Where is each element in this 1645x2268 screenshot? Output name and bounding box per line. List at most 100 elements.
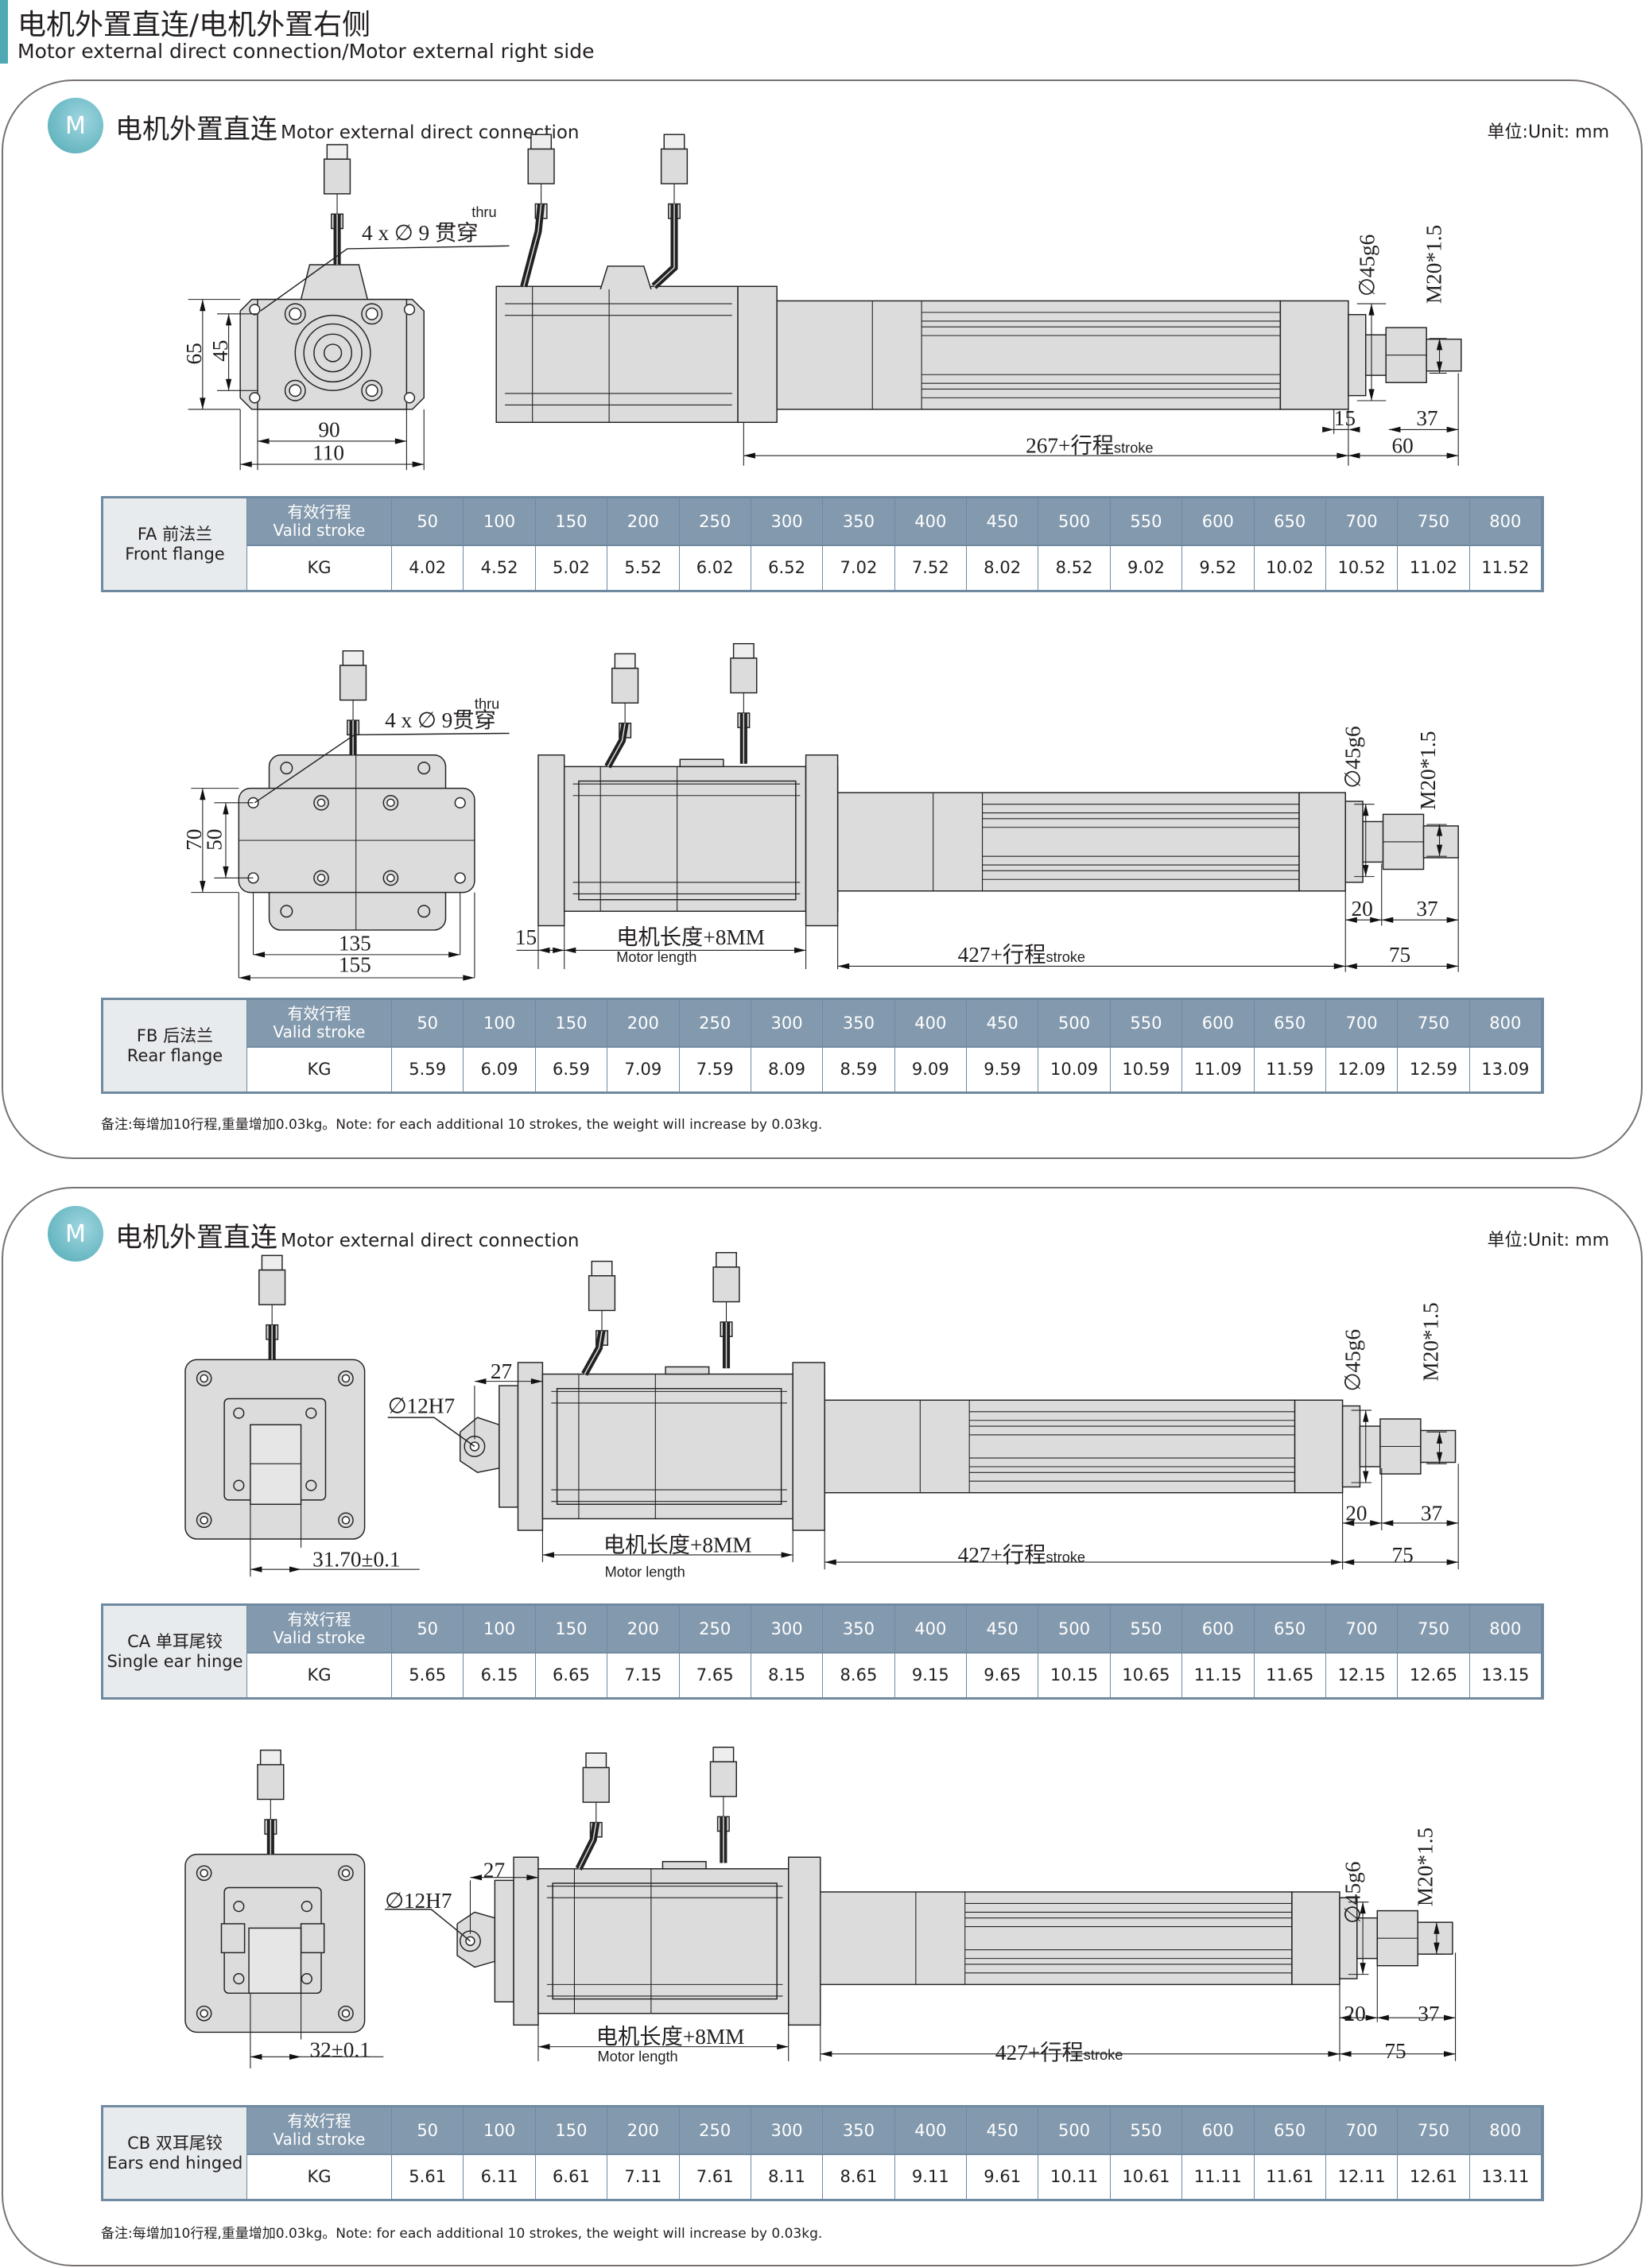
weight-value: 7.59 [679,1048,751,1091]
stroke-value: 800 [1469,498,1542,546]
page-title: 电机外置直连/电机外置右侧 [17,9,371,41]
stroke-value: 150 [535,2107,608,2155]
bolt-hole-inner [316,798,326,808]
arrow-icon [1339,2051,1352,2057]
length-text: 267+行程 [1026,434,1114,458]
stroke-value: 650 [1254,2107,1326,2155]
dim-rod-diameter: ∅45g6 [1356,235,1379,297]
dim-60: 60 [1391,434,1413,458]
dim-width: 31.70±0.1 [312,1548,400,1572]
arrow-icon [240,461,252,467]
bolt-hole-inner [386,798,395,808]
screw-hole [301,1973,312,1985]
dim-20: 20 [1344,2002,1365,2026]
model-name-cn: FA 前法兰 [137,525,213,545]
arrow-icon [200,397,206,409]
weight-unit: KG [247,1654,392,1697]
section-panel-1 [2,79,1643,1159]
hole-leader [260,245,510,312]
rod-end-thread [1417,1921,1453,1955]
length-text: 427+行程 [958,1543,1046,1567]
header-accent-bar [0,0,8,64]
cable [575,1821,600,1871]
unit-label: 单位:Unit: mm [1487,1231,1609,1250]
arrow-icon [394,438,407,444]
stroke-value: 300 [751,1000,824,1048]
bolt-hole-inner [386,874,395,882]
arrow-icon [223,866,229,878]
end-cap [1298,792,1346,892]
length-text: 427+行程 [958,943,1046,967]
stroke-value: 700 [1325,1606,1399,1654]
dim-length: 267+行程stroke [1026,434,1153,458]
weight-unit: KG [247,546,392,590]
arrow-icon [1331,1559,1343,1565]
connector-pins [259,1749,281,1766]
arrow-icon [1363,865,1369,877]
stroke-value: 350 [823,2107,895,2155]
stroke-text: stroke [1084,2047,1123,2063]
weight-value: 12.61 [1398,2155,1470,2199]
weight-value: 8.02 [967,546,1039,590]
dim-w-inner: 135 [339,931,371,955]
arrow-icon [1360,1902,1366,1914]
weight-unit: KG [247,2155,392,2199]
stroke-value: 100 [464,1606,536,1654]
screw-hole [417,762,431,775]
weight-value: 10.11 [1038,2155,1111,2199]
stroke-value: 150 [535,1000,608,1048]
stroke-header-cn: 有效行程 [287,502,351,521]
arrow-icon [200,299,206,312]
arrow-icon [1370,917,1382,923]
connector-plug [588,1275,616,1312]
bolt-hole-inner [365,384,378,397]
motor-body [537,1868,790,2014]
weight-value: 5.02 [535,546,608,590]
arrow-icon [1328,2051,1340,2057]
stroke-value: 500 [1038,1606,1111,1654]
connector-plug [611,667,639,704]
weight-value: 10.52 [1325,546,1399,590]
arrow-icon [1345,917,1357,923]
dim-37: 37 [1418,2002,1439,2026]
stroke-value: 600 [1182,2107,1255,2155]
arrow-icon [820,2051,832,2057]
arrow-icon [526,1874,538,1881]
connector-boss [661,1860,707,1870]
front-flange [805,754,839,927]
weight-value: 11.59 [1254,1048,1326,1091]
shaft-circle [323,343,343,362]
weight-value: 9.59 [967,1048,1039,1091]
arrow-icon [289,2053,301,2060]
dim-width: 32±0.1 [309,2037,370,2061]
actuator-tube [824,1399,1296,1494]
stroke-value: 450 [967,498,1039,546]
pin-leader [385,1909,471,1942]
front-flange [788,1856,821,2026]
stroke-value: 100 [464,2107,536,2155]
stroke-value: 250 [679,2107,751,2155]
model-name-cn: CB 双耳尾铰 [127,2134,223,2154]
weight-value: 6.65 [535,1654,608,1697]
arrow-icon [1348,452,1360,459]
actuator-tube [820,1891,1293,1986]
weight-value: 12.09 [1325,1048,1399,1091]
stroke-value: 200 [607,1606,680,1654]
arrow-icon [1446,917,1459,923]
section-title-cn: 电机外置直连 [115,114,277,145]
mount-hole [454,872,466,884]
stroke-value: 800 [1469,1606,1542,1654]
cable-core [654,204,675,287]
arrow-icon [448,952,460,958]
dim-27: 27 [483,1859,505,1882]
bolt-hole-inner [200,1868,208,1878]
dim-motor-length: 电机长度+8MM [616,925,765,949]
stroke-header-cn: 有效行程 [287,1004,351,1023]
bolt-hole-inner [316,874,326,882]
